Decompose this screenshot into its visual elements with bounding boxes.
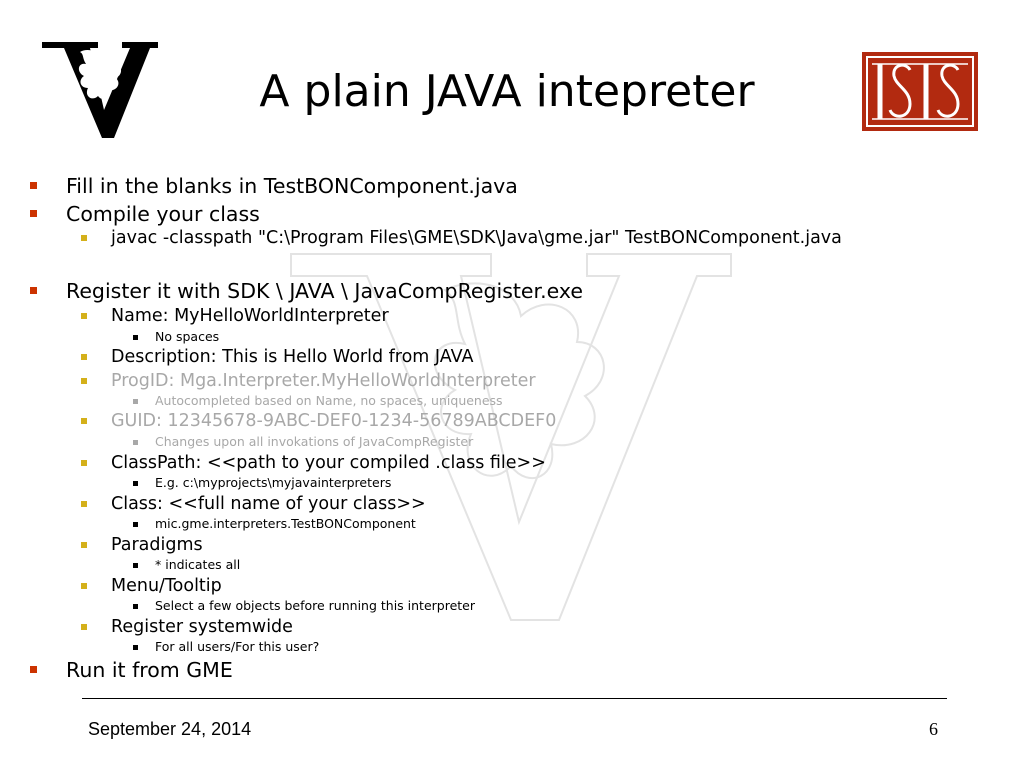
footer-date: September 24, 2014 (88, 719, 252, 739)
list-item-text: Register systemwide (111, 617, 293, 637)
footer-divider (82, 698, 947, 699)
list-item-text: GUID: 12345678-9ABC-DEF0-1234-56789ABCDE… (111, 411, 557, 431)
list-item: Run it from GME (30, 656, 233, 684)
bullet-marker (133, 440, 138, 445)
bullet-marker (30, 210, 37, 217)
list-item: Register systemwide (81, 615, 293, 639)
list-item: For all users/For this user? (133, 638, 320, 656)
bullet-marker (133, 335, 138, 340)
bullet-marker (81, 624, 87, 630)
list-item: Fill in the blanks in TestBONComponent.j… (30, 172, 518, 200)
list-item-text: mic.gme.interpreters.TestBONComponent (155, 516, 416, 531)
list-item-text: Class: <<full name of your class>> (111, 494, 426, 514)
bullet-marker (133, 604, 138, 609)
list-item-text: For all users/For this user? (155, 639, 320, 654)
list-item: GUID: 12345678-9ABC-DEF0-1234-56789ABCDE… (81, 409, 557, 433)
bullet-marker (81, 460, 87, 466)
bullet-marker (81, 313, 87, 319)
list-item-text: E.g. c:\myprojects\myjavainterpreters (155, 475, 392, 490)
list-item: * indicates all (133, 556, 241, 574)
bullet-marker (81, 418, 87, 424)
page-number: 6 (929, 719, 938, 739)
list-item: Menu/Tooltip (81, 574, 222, 598)
bullet-marker (81, 542, 87, 548)
list-item: mic.gme.interpreters.TestBONComponent (133, 515, 416, 533)
bullet-marker (81, 354, 87, 360)
list-item: Name: MyHelloWorldInterpreter (81, 304, 389, 328)
list-item-text: Select a few objects before running this… (155, 598, 476, 613)
bullet-marker (30, 287, 37, 294)
bullet-marker (133, 399, 138, 404)
list-item: javac -classpath "C:\Program Files\GME\S… (81, 226, 842, 250)
list-item-text: ClassPath: <<path to your compiled .clas… (111, 453, 546, 473)
bullet-marker (81, 378, 87, 384)
bullet-marker (133, 645, 138, 650)
list-item: Paradigms (81, 533, 203, 557)
list-item-text: * indicates all (155, 557, 241, 572)
vanderbilt-v-watermark (290, 253, 732, 621)
isis-logo (862, 52, 978, 131)
list-item: No spaces (133, 328, 220, 346)
bullet-marker (133, 522, 138, 527)
list-item-text: Name: MyHelloWorldInterpreter (111, 306, 389, 326)
slide-title: A plain JAVA intepreter (259, 66, 755, 117)
list-item-text: Description: This is Hello World from JA… (111, 347, 474, 367)
bullet-marker (133, 481, 138, 486)
list-item: ProgID: Mga.Interpreter.MyHelloWorldInte… (81, 369, 536, 393)
bullet-marker (30, 182, 37, 189)
bullet-marker (81, 501, 87, 507)
list-item-text: Run it from GME (66, 658, 233, 682)
bullet-marker (133, 563, 138, 568)
list-item-text: Fill in the blanks in TestBONComponent.j… (66, 174, 518, 198)
list-item: Class: <<full name of your class>> (81, 492, 426, 516)
list-item-text: Menu/Tooltip (111, 576, 222, 596)
list-item-text: javac -classpath "C:\Program Files\GME\S… (111, 228, 842, 248)
list-item-text: No spaces (155, 329, 220, 344)
list-item: Register it with SDK \ JAVA \ JavaCompRe… (30, 277, 583, 305)
list-item: Compile your class (30, 200, 260, 228)
bullet-marker (30, 666, 37, 673)
list-item: E.g. c:\myprojects\myjavainterpreters (133, 474, 392, 492)
bullet-marker (81, 235, 87, 241)
list-item-text: ProgID: Mga.Interpreter.MyHelloWorldInte… (111, 371, 536, 391)
list-item: ClassPath: <<path to your compiled .clas… (81, 451, 546, 475)
list-item-text: Changes upon all invokations of JavaComp… (155, 434, 474, 449)
bullet-marker (81, 583, 87, 589)
list-item: Description: This is Hello World from JA… (81, 345, 474, 369)
list-item: Select a few objects before running this… (133, 597, 476, 615)
list-item: Changes upon all invokations of JavaComp… (133, 433, 474, 451)
list-item-text: Autocompleted based on Name, no spaces, … (155, 393, 503, 408)
list-item: Autocompleted based on Name, no spaces, … (133, 392, 503, 410)
list-item-text: Paradigms (111, 535, 203, 555)
vanderbilt-v-logo (42, 42, 158, 138)
list-item-text: Compile your class (66, 202, 260, 226)
list-item-text: Register it with SDK \ JAVA \ JavaCompRe… (66, 279, 583, 303)
